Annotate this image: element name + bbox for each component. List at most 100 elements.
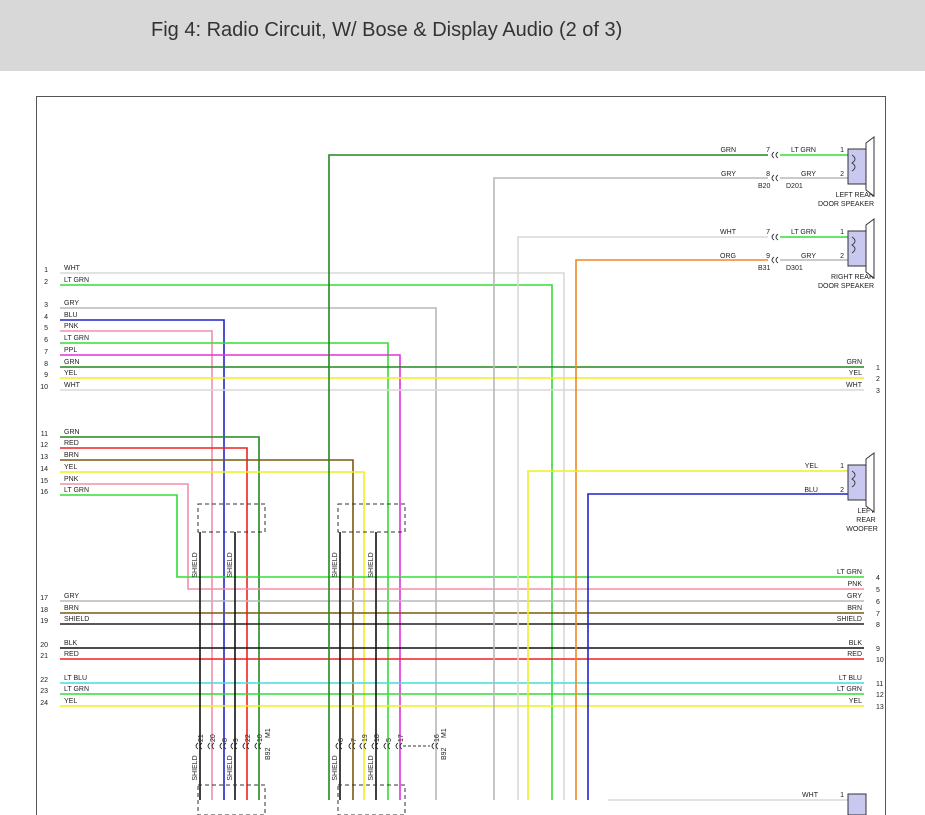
left-pin-11: 11	[41, 431, 48, 438]
left-pin-12: 12	[40, 442, 48, 449]
left-pin-13: 13	[40, 454, 48, 461]
left-pin-8: 8	[44, 361, 48, 368]
wire-left-7	[60, 354, 401, 800]
right-wire-label-2: YEL	[849, 370, 862, 377]
wire-woofer-1	[527, 470, 848, 800]
left-pin-18: 18	[40, 607, 48, 614]
right-pin-5: 5	[876, 587, 880, 594]
conn-a-mark-20	[207, 742, 215, 750]
shield-tube-top-1	[337, 503, 406, 533]
lrd-out-label-1: LT GRN	[791, 147, 816, 154]
right-pin-10: 10	[876, 657, 884, 664]
rrd-out-label-2: GRY	[801, 253, 816, 260]
speaker-icon-right-rear-door-coil	[851, 236, 856, 254]
left-pin-1: 1	[44, 267, 48, 274]
bottom-wire-label-1: WHT	[802, 792, 819, 799]
left-pin-20: 20	[40, 642, 48, 649]
shield-label-2: SHIELD	[332, 552, 339, 577]
wire-left-5	[60, 330, 213, 800]
speaker-icon-left-rear-door-coil	[851, 154, 856, 172]
conn-a-mark-8	[219, 742, 227, 750]
shield-label-bottom-0: SHIELD	[192, 755, 199, 780]
conn-a-pin-22: 22	[245, 734, 252, 742]
speaker-icon-left-rear-woofer-cone	[865, 452, 875, 513]
right-pin-7: 7	[876, 611, 880, 618]
bottom-spk-pin-1: 1	[840, 792, 844, 799]
lrd-spk-pin-1: 1	[840, 147, 844, 154]
left-wire-label-10: WHT	[64, 382, 81, 389]
left-wire-label-19: SHIELD	[64, 616, 89, 623]
left-wire-label-7: PPL	[64, 347, 77, 354]
right-wire-label-3: WHT	[846, 382, 863, 389]
right-pin-12: 12	[876, 692, 884, 699]
woofer-name-1: LEFT	[857, 508, 875, 515]
left-pin-6: 6	[44, 337, 48, 344]
speaker-icon-right-rear-door	[847, 218, 875, 279]
woofer-label-2: BLU	[804, 487, 818, 494]
shield-tube-top-0	[197, 503, 266, 533]
left-wire-label-16: LT GRN	[64, 487, 89, 494]
wire-rrd-1	[517, 236, 768, 800]
right-pin-1: 1	[876, 365, 880, 372]
conn-a-mark-22	[242, 742, 250, 750]
shield-label-1: SHIELD	[227, 552, 234, 577]
speaker-icon-left-rear-woofer	[847, 452, 875, 513]
left-wire-label-15: PNK	[64, 476, 79, 483]
shield-tube-bottom-1	[337, 784, 406, 815]
left-pin-5: 5	[44, 325, 48, 332]
left-pin-21: 21	[40, 653, 48, 660]
left-wire-label-9: YEL	[64, 370, 77, 377]
lrd-name-2: DOOR SPEAKER	[818, 201, 874, 208]
right-wire-label-13: YEL	[849, 698, 862, 705]
left-wire-label-6: LT GRN	[64, 335, 89, 342]
right-pin-3: 3	[876, 388, 880, 395]
conn-a-mark-21	[195, 742, 203, 750]
left-pin-14: 14	[40, 466, 48, 473]
wire-left-16	[60, 494, 864, 578]
rrd-conn-a: B31	[758, 265, 771, 272]
left-wire-label-17: GRY	[64, 593, 79, 600]
conn-c-pin-16: 16	[434, 734, 441, 742]
left-wire-label-21: RED	[64, 651, 79, 658]
left-pin-15: 15	[40, 478, 48, 485]
shield-label-bottom-1: SHIELD	[227, 755, 234, 780]
left-pin-7: 7	[44, 349, 48, 356]
left-pin-17: 17	[40, 595, 48, 602]
left-pin-24: 24	[40, 700, 48, 707]
left-pin-16: 16	[40, 489, 48, 496]
right-wire-label-6: GRY	[847, 593, 862, 600]
wire-left-2	[60, 284, 553, 800]
right-wire-label-7: BRN	[847, 605, 862, 612]
rrd-conn-b: D301	[786, 265, 803, 272]
left-wire-label-8: GRN	[64, 359, 80, 366]
speaker-icon-bottom-partial	[847, 793, 867, 815]
left-pin-4: 4	[44, 314, 48, 321]
left-pin-23: 23	[40, 688, 48, 695]
wire-left-1	[60, 272, 565, 800]
speaker-icon-right-rear-door-body	[847, 230, 867, 267]
wire-lrd-1	[328, 154, 768, 800]
conn-a-pin-8: 8	[222, 738, 229, 742]
conn-b-pin-18: 18	[374, 734, 381, 742]
right-wire-label-10: RED	[847, 651, 862, 658]
left-wire-label-18: BRN	[64, 605, 79, 612]
speaker-icon-left-rear-woofer-body	[847, 464, 867, 501]
lrd-conn-pin-2: 8	[766, 171, 770, 178]
shield-label-bottom-3: SHIELD	[368, 755, 375, 780]
left-pin-22: 22	[40, 677, 48, 684]
connector-rrd-1	[771, 233, 779, 241]
lrd-out-label-2: GRY	[801, 171, 816, 178]
conn-b-mark-5	[383, 742, 391, 750]
conn-a-mark-10	[254, 742, 262, 750]
conn-b-pin-7: 7	[351, 738, 358, 742]
conn-b-pin-17: 17	[398, 734, 405, 742]
conn-b-mark-19	[359, 742, 367, 750]
connector-lrd-2	[771, 174, 779, 182]
right-pin-4: 4	[876, 575, 880, 582]
conn-b-mark-6	[335, 742, 343, 750]
left-wire-label-12: RED	[64, 440, 79, 447]
conn-a-pin-21: 21	[198, 734, 205, 742]
woofer-pin-2: 2	[840, 487, 844, 494]
left-wire-label-2: LT GRN	[64, 277, 89, 284]
